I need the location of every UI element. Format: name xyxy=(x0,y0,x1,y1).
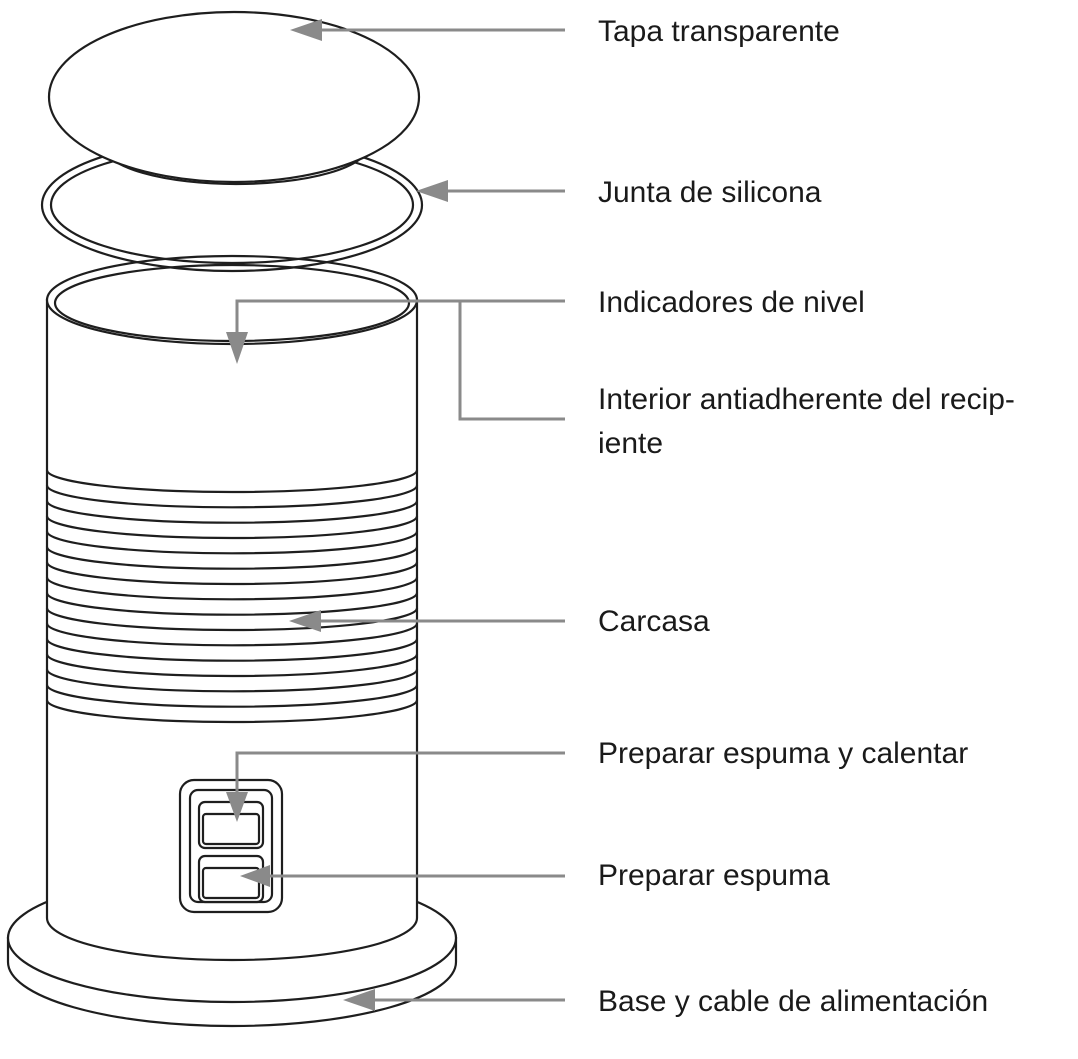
leader-lines xyxy=(226,19,565,1011)
housing-rib xyxy=(45,607,419,632)
housing-rib xyxy=(45,577,419,601)
housing-rib xyxy=(45,515,419,540)
housing-rib xyxy=(45,623,419,647)
housing-rib xyxy=(45,592,419,616)
label-level-indicators: Indicadores de nivel xyxy=(598,286,865,319)
label-nonstick-interior-line1: Interior antiadherente del recip- xyxy=(598,383,1015,416)
housing-rib xyxy=(45,653,419,678)
housing-rib xyxy=(45,684,419,708)
label-base-power-cable: Base y cable de alimentación xyxy=(598,985,989,1018)
froth-and-heat-button[interactable] xyxy=(197,800,265,850)
label-silicone-gasket: Junta de silicona xyxy=(598,176,822,209)
label-transparent-lid: Tapa transparente xyxy=(598,15,840,48)
label-froth: Preparar espuma xyxy=(598,859,830,892)
label-nonstick-interior-line2: iente xyxy=(598,426,664,460)
transparent-lid xyxy=(47,10,421,186)
housing-rib xyxy=(45,469,419,494)
housing-rib xyxy=(45,699,419,724)
housing-ribs xyxy=(45,469,419,724)
label-housing: Carcasa xyxy=(598,605,710,638)
label-nonstick-interior: Interior antiadherente del recip- iente xyxy=(598,378,1015,465)
housing-rib xyxy=(45,485,419,509)
housing-rib xyxy=(45,500,419,524)
housing-rib xyxy=(45,561,419,586)
housing-rib xyxy=(45,531,419,555)
housing-rib xyxy=(45,669,419,693)
housing-rib xyxy=(45,638,419,662)
housing-rib xyxy=(45,546,419,570)
label-froth-and-heat: Preparar espuma y calentar xyxy=(598,737,969,770)
